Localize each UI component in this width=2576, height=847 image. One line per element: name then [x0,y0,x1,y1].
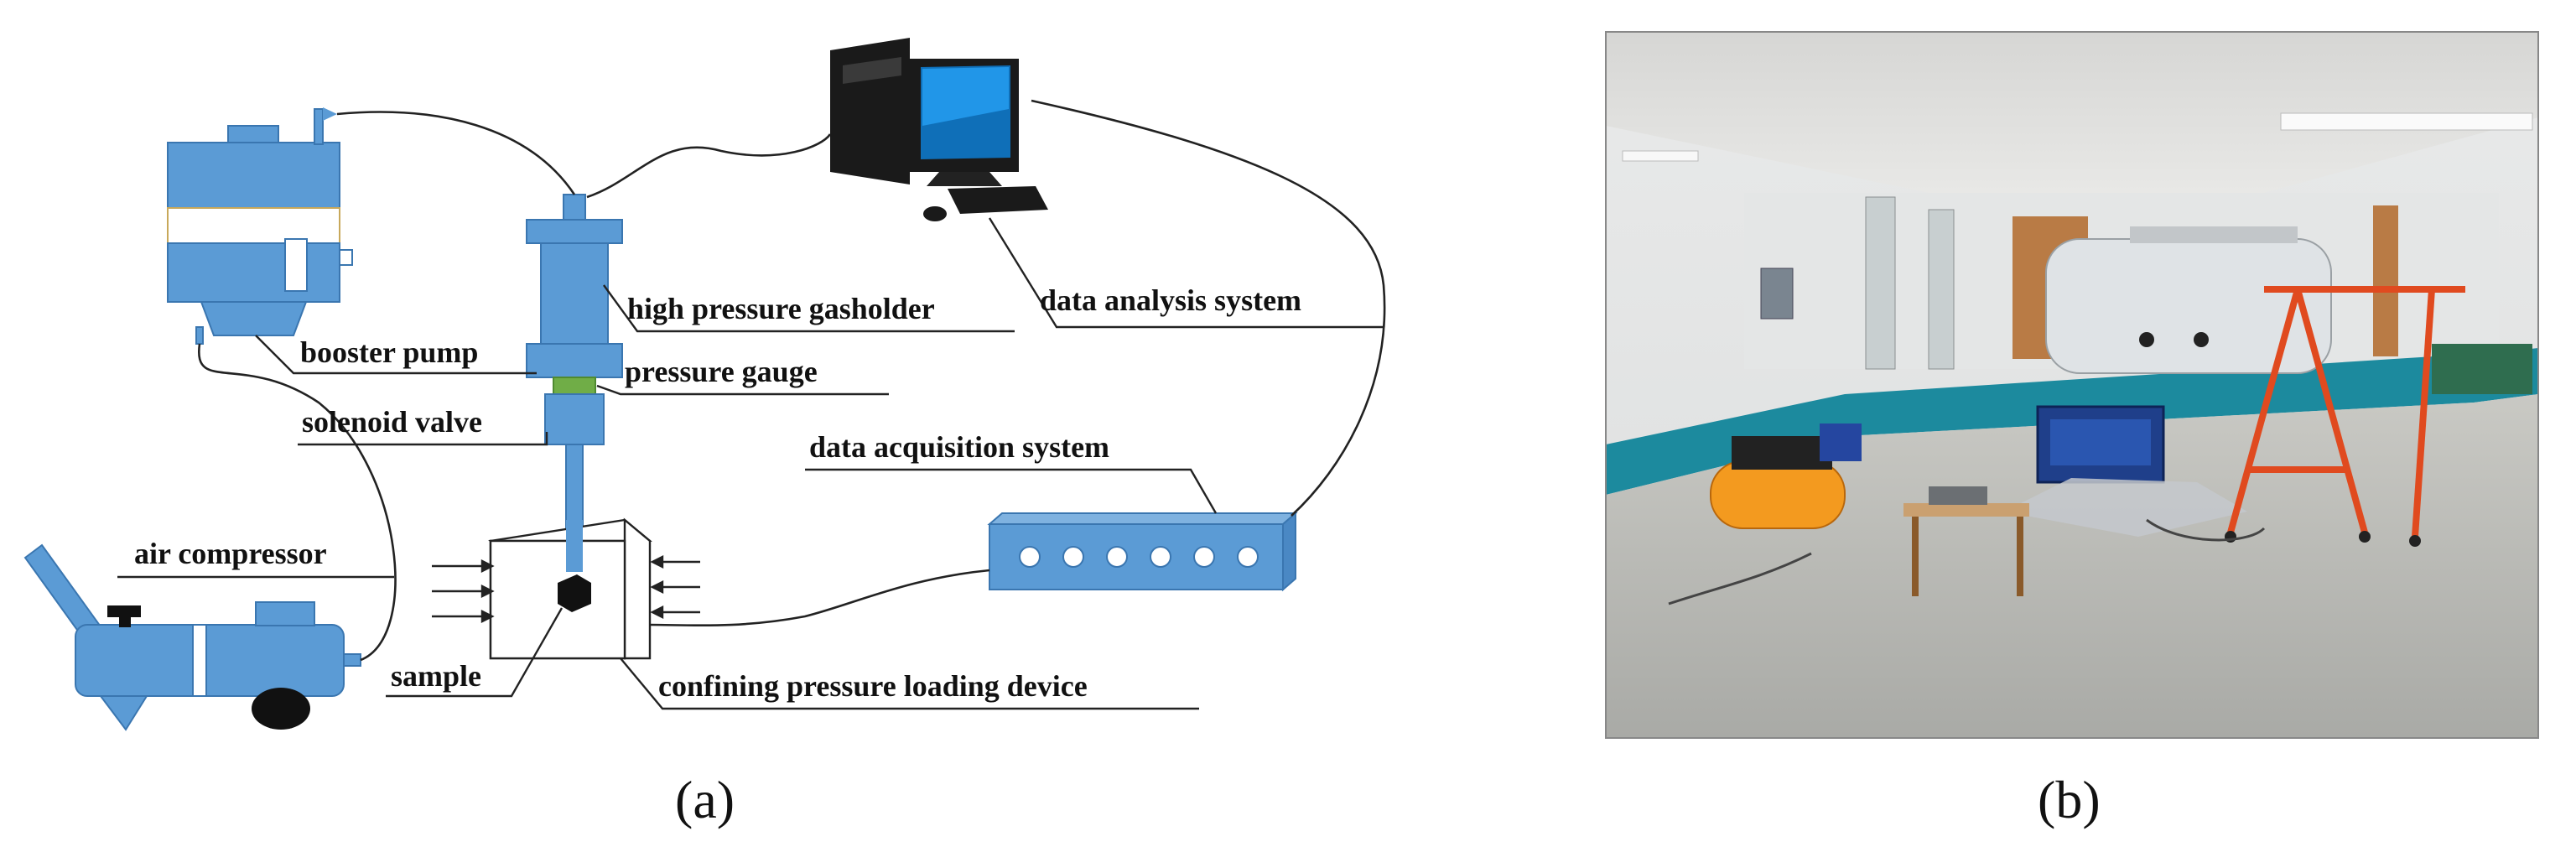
label-air-compressor: air compressor [134,537,327,570]
line-acquisition-to-device [649,569,990,627]
data-acquisition-system-icon [987,511,1298,592]
leader-data-acquisition [805,468,1218,514]
pressure-arrows-left [432,559,495,623]
laboratory-photo [1606,32,2538,738]
high-pressure-gasholder-icon [526,194,623,378]
caption-a: (a) [675,770,735,829]
air-compressor-icon [23,543,361,731]
solenoid-valve-icon [544,393,605,445]
panel-a-schematic: booster pump high pressure gasholder dat… [23,38,1386,829]
label-pressure-gauge: pressure gauge [625,355,818,388]
sample-icon [558,574,591,612]
leader-solenoid-valve [298,432,548,446]
label-sample: sample [391,659,481,693]
leader-booster-pump [255,335,537,375]
computer-icon [830,38,1048,221]
leader-data-analysis [988,217,1384,329]
line-gasholder-to-computer [586,133,832,199]
pressure-arrows-right [650,555,700,619]
panel-b-photo: (b) [1605,31,2539,829]
leader-confining-device [620,657,1199,710]
label-confining-pressure-loading-device: confining pressure loading device [658,669,1088,703]
pressure-gauge-icon [553,377,596,395]
label-solenoid-valve: solenoid valve [302,405,482,439]
line-compressor-to-pump [197,343,397,662]
label-high-pressure-gasholder: high pressure gasholder [627,292,935,325]
label-booster-pump: booster pump [300,335,478,369]
booster-pump-icon [167,107,353,345]
label-data-analysis-system: data analysis system [1040,283,1301,317]
line-pump-to-gasholder [336,111,576,195]
leader-gasholder [603,284,1015,333]
line-computer-to-acquisition [1031,99,1386,517]
leader-pressure-gauge [596,384,889,396]
label-data-acquisition-system: data acquisition system [809,430,1109,464]
leader-sample [386,607,564,698]
caption-b: (b) [2038,770,2101,829]
